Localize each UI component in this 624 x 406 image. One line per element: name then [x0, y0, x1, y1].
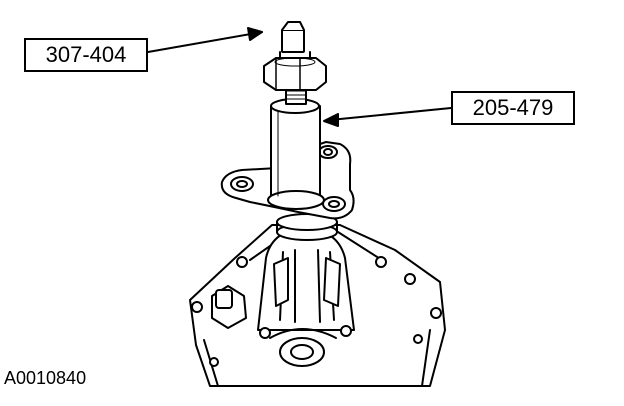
- transmission-case: [189, 224, 446, 387]
- hex-nut: [263, 57, 327, 91]
- output-collar: [276, 213, 338, 241]
- figure-id: A0010840: [4, 368, 87, 388]
- leader-205-479: [323, 107, 452, 127]
- callout-307-404: 307-404: [24, 38, 148, 72]
- case-bolts: [191, 256, 442, 367]
- puller-cylinder: [267, 98, 325, 210]
- callout-205-479: 205-479: [451, 91, 575, 125]
- leader-307-404: [147, 27, 263, 53]
